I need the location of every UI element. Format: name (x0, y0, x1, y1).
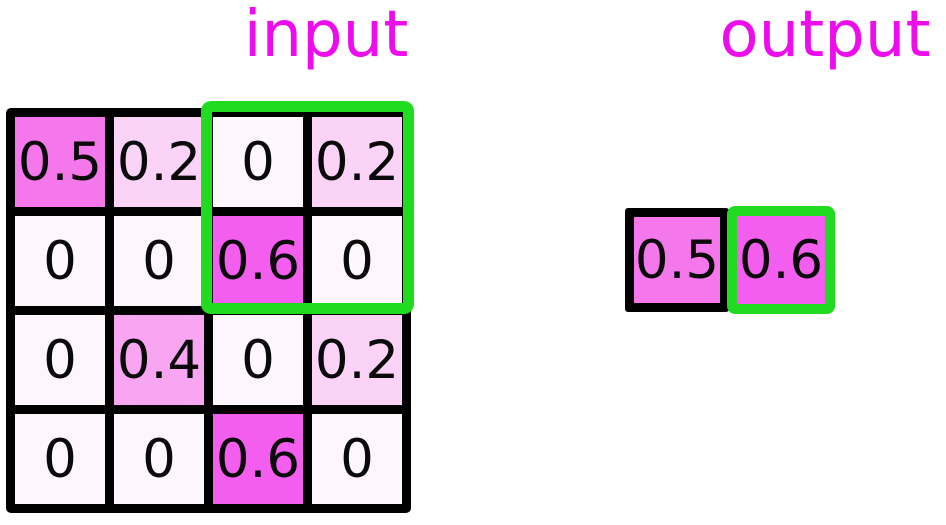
output-cell-highlighted: 0.6 (727, 206, 835, 314)
input-grid-cell: 0.2 (312, 117, 402, 207)
input-grid-cell: 0 (312, 414, 402, 504)
input-grid-cell: 0.4 (114, 315, 204, 405)
input-grid-cell: 0.6 (213, 216, 303, 306)
input-grid-cell: 0 (15, 315, 105, 405)
output-title: output (719, 0, 931, 72)
output-cell: 0.5 (625, 208, 729, 312)
input-grid-cell: 0 (213, 117, 303, 207)
input-grid-cell: 0 (15, 216, 105, 306)
input-grid-cell: 0 (114, 414, 204, 504)
input-grid-cell: 0 (213, 315, 303, 405)
input-grid-cell: 0 (114, 216, 204, 306)
input-grid-cell: 0.2 (312, 315, 402, 405)
input-grid-cell: 0.2 (114, 117, 204, 207)
input-title: input (243, 0, 409, 72)
input-grid-cell: 0.5 (15, 117, 105, 207)
input-grid-cell: 0.6 (213, 414, 303, 504)
input-grid-cell: 0 (312, 216, 402, 306)
input-grid-cell: 0 (15, 414, 105, 504)
